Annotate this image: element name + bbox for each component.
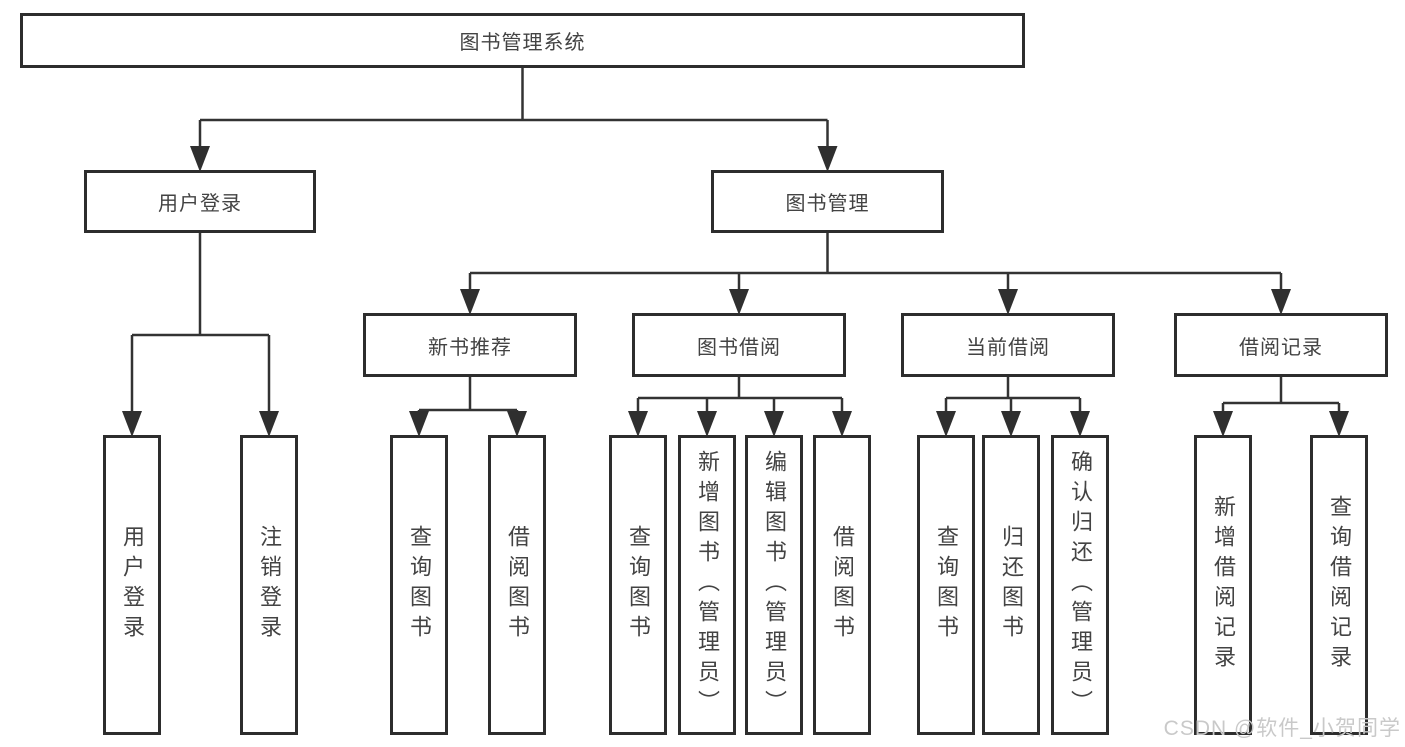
- node-user-login-label: 用户登录: [158, 193, 242, 215]
- node-borrow-records: 借阅记录: [1174, 313, 1388, 377]
- node-current-borrow: 当前借阅: [901, 313, 1115, 377]
- node-new-book-recommend: 新书推荐: [363, 313, 577, 377]
- leaf-borrow-add-admin: 新增图书（管理员）: [678, 435, 736, 735]
- leaf-records-add: 新增借阅记录: [1194, 435, 1252, 735]
- leaf-newbook-query-label: 查询图书: [407, 525, 432, 645]
- leaf-current-return-label: 归还图书: [999, 525, 1024, 645]
- leaf-records-query-label: 查询借阅记录: [1327, 495, 1352, 675]
- node-library-system-label: 图书管理系统: [459, 32, 586, 54]
- leaf-newbook-borrow: 借阅图书: [488, 435, 546, 735]
- leaf-current-return: 归还图书: [982, 435, 1040, 735]
- leaf-current-confirm-return-admin: 确认归还（管理员）: [1051, 435, 1109, 735]
- leaf-newbook-query: 查询图书: [390, 435, 448, 735]
- node-borrow-records-label: 借阅记录: [1239, 336, 1323, 359]
- leaf-logout-login-label: 注销登录: [257, 525, 282, 645]
- leaf-borrow-edit-admin: 编辑图书（管理员）: [745, 435, 803, 735]
- leaf-borrow-edit-admin-label: 编辑图书（管理员）: [762, 450, 787, 720]
- leaf-borrow-query-label: 查询图书: [626, 525, 651, 645]
- leaf-current-query: 查询图书: [917, 435, 975, 735]
- watermark: CSDN @软件_小贺同学: [1163, 717, 1401, 740]
- leaf-newbook-borrow-label: 借阅图书: [505, 525, 530, 645]
- leaf-current-query-label: 查询图书: [934, 525, 959, 645]
- node-user-login: 用户登录: [84, 170, 316, 233]
- node-book-management-label: 图书管理: [785, 193, 870, 215]
- node-library-system: 图书管理系统: [20, 13, 1025, 68]
- node-book-borrow: 图书借阅: [632, 313, 846, 377]
- leaf-records-query: 查询借阅记录: [1310, 435, 1368, 735]
- leaf-borrow-query: 查询图书: [609, 435, 667, 735]
- leaf-borrow-borrow: 借阅图书: [813, 435, 871, 735]
- leaf-user-login: 用户登录: [103, 435, 161, 735]
- node-new-book-recommend-label: 新书推荐: [428, 336, 512, 359]
- leaf-user-login-label: 用户登录: [120, 525, 145, 645]
- node-current-borrow-label: 当前借阅: [966, 336, 1050, 359]
- leaf-borrow-borrow-label: 借阅图书: [830, 525, 855, 645]
- leaf-borrow-add-admin-label: 新增图书（管理员）: [695, 450, 720, 720]
- node-book-management: 图书管理: [711, 170, 944, 233]
- leaf-current-confirm-return-admin-label: 确认归还（管理员）: [1068, 450, 1093, 720]
- leaf-logout-login: 注销登录: [240, 435, 298, 735]
- leaf-records-add-label: 新增借阅记录: [1211, 495, 1236, 675]
- node-book-borrow-label: 图书借阅: [697, 336, 781, 359]
